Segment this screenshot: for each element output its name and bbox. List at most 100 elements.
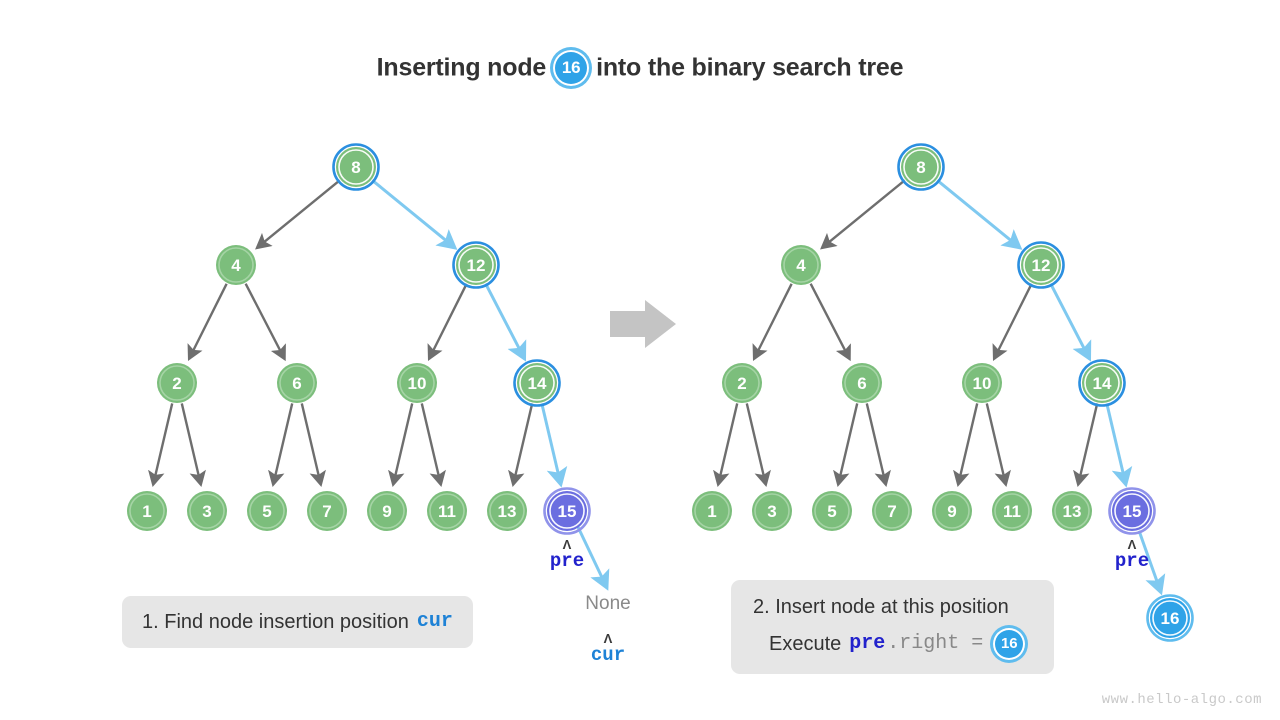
tree-node-5[interactable]: 5 [812, 491, 852, 531]
caret-icon: Λ [603, 631, 613, 646]
tree-edge [540, 403, 568, 488]
tree-edge [148, 403, 174, 488]
node-circle [1150, 598, 1190, 638]
tree-node-14[interactable]: 14 [1078, 359, 1126, 407]
node-label: 6 [857, 374, 866, 393]
tree-node-6[interactable]: 6 [277, 363, 317, 403]
caption-2-execute-label: Execute [769, 633, 842, 655]
tree-node-9[interactable]: 9 [367, 491, 407, 531]
node-label: 16 [1161, 609, 1180, 628]
node-circle [547, 491, 587, 531]
node-circle [872, 491, 912, 531]
node-label: 12 [467, 256, 486, 275]
tree-edge [713, 403, 739, 488]
node-label: 4 [796, 256, 806, 275]
pointer-text-cur: cur [590, 644, 626, 666]
tree-node-12[interactable]: 12 [1017, 241, 1065, 289]
node-label: 7 [322, 502, 331, 521]
tree-node-1[interactable]: 1 [127, 491, 167, 531]
node-outer-ring [1017, 241, 1065, 289]
tree-edge [187, 283, 228, 361]
node-label: 1 [142, 502, 151, 521]
tree-node-13[interactable]: 13 [487, 491, 527, 531]
node-label: 15 [1123, 502, 1142, 521]
node-inner-ring [429, 493, 465, 529]
none-label: None [585, 593, 631, 614]
node-inner-ring [903, 149, 939, 185]
node-circle [157, 363, 197, 403]
node-inner-ring [1054, 493, 1090, 529]
caption-2-keyword-pre: pre [849, 632, 886, 655]
node-label: 3 [767, 502, 776, 521]
node-circle [812, 491, 852, 531]
caption-2-line1: 2. Insert node at this position [753, 596, 1009, 618]
node-circle [1082, 363, 1122, 403]
tree-edge [300, 403, 326, 488]
tree-node-7[interactable]: 7 [307, 491, 347, 531]
node-outer-ring [1078, 359, 1126, 407]
node-label: 2 [172, 374, 181, 393]
node-inner-ring [189, 493, 225, 529]
node-circle [487, 491, 527, 531]
node-label: 15 [558, 502, 577, 521]
node-circle [336, 147, 376, 187]
node-circle [367, 491, 407, 531]
node-circle [247, 491, 287, 531]
tree-node-14[interactable]: 14 [513, 359, 561, 407]
node-circle [127, 491, 167, 531]
node-inner-ring [458, 247, 494, 283]
tree-edge [1073, 403, 1099, 488]
node-circle [307, 491, 347, 531]
node-inner-ring [218, 247, 254, 283]
node-circle [781, 245, 821, 285]
watermark: www.hello-algo.com [1101, 692, 1262, 708]
tree-node-12[interactable]: 12 [452, 241, 500, 289]
tree-node-7[interactable]: 7 [872, 491, 912, 531]
node-outer-ring [1108, 487, 1156, 535]
tree-node-15[interactable]: 15 [1108, 487, 1156, 535]
tree-node-16[interactable]: 16 [1146, 594, 1194, 642]
node-circle [1052, 491, 1092, 531]
tree-node-11[interactable]: 11 [427, 491, 467, 531]
node-inner-ring [399, 365, 435, 401]
tree-edge [833, 403, 859, 488]
tree-node-2[interactable]: 2 [722, 363, 762, 403]
node-circle [962, 363, 1002, 403]
caret-icon: Λ [1127, 537, 1137, 552]
tree-node-3[interactable]: 3 [187, 491, 227, 531]
tree-node-10[interactable]: 10 [397, 363, 437, 403]
tree-node-15[interactable]: 15 [543, 487, 591, 535]
node-outer-ring [513, 359, 561, 407]
tree-edge [865, 403, 891, 488]
node-inner-ring [874, 493, 910, 529]
node-inner-ring [369, 493, 405, 529]
tree-edge [371, 179, 458, 250]
caption-2-code-right: .right = [887, 632, 984, 655]
tree-node-6[interactable]: 6 [842, 363, 882, 403]
node-circle [901, 147, 941, 187]
tree-node-8[interactable]: 8 [897, 143, 945, 191]
node-label: 5 [827, 502, 836, 521]
tree-node-8[interactable]: 8 [332, 143, 380, 191]
tree-node-5[interactable]: 5 [247, 491, 287, 531]
tree-node-3[interactable]: 3 [752, 491, 792, 531]
tree-node-9[interactable]: 9 [932, 491, 972, 531]
tree-edge [745, 403, 771, 488]
node-inner-ring [964, 365, 1000, 401]
tree-edges [148, 179, 1166, 596]
tree-node-13[interactable]: 13 [1052, 491, 1092, 531]
caret-icon: Λ [562, 537, 572, 552]
node-circle [932, 491, 972, 531]
caption-1-keyword-cur: cur [416, 610, 453, 633]
tree-node-2[interactable]: 2 [157, 363, 197, 403]
tree-node-10[interactable]: 10 [962, 363, 1002, 403]
tree-node-4[interactable]: 4 [216, 245, 256, 285]
tree-node-4[interactable]: 4 [781, 245, 821, 285]
tree-node-11[interactable]: 11 [992, 491, 1032, 531]
pointer-label-pre-left: Λ pre [527, 537, 607, 572]
tree-node-1[interactable]: 1 [692, 491, 732, 531]
node-label: 14 [1093, 374, 1112, 393]
node-circle [722, 363, 762, 403]
